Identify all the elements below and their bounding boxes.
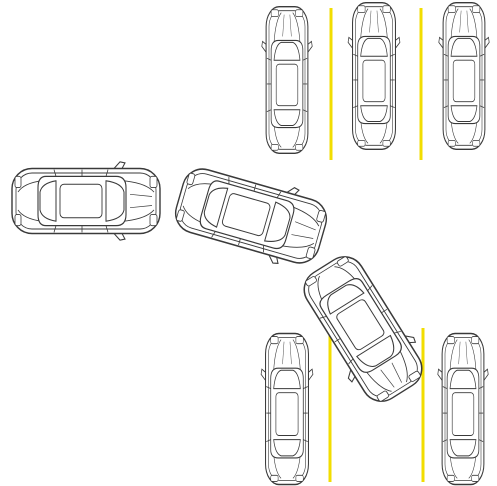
parked-car-icon [439,3,489,150]
parked-car-icon [262,7,312,154]
car-turning-icon [169,158,333,274]
parked-car-icon [261,334,313,485]
parked-car-icon [348,3,400,150]
car-driving-icon [12,162,160,240]
parked-car-icon [438,334,488,485]
car-entering-space-icon [291,246,435,412]
